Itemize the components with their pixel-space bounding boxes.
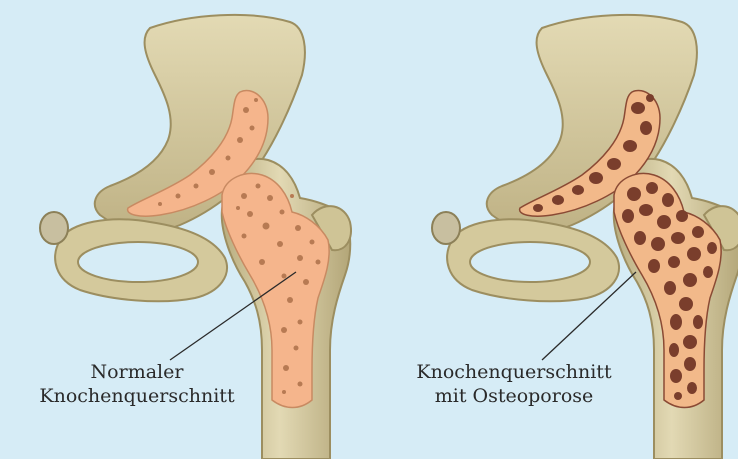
- healthy-caption-line-2: Knochenquerschnitt: [22, 384, 252, 408]
- osteoporotic-caption: Knochenquerschnitt mit Osteoporose: [396, 360, 632, 408]
- healthy-caption-line-1: Normaler: [22, 360, 252, 384]
- osteoporotic-caption-line-2: mit Osteoporose: [396, 384, 632, 408]
- healthy-caption: Normaler Knochenquerschnitt: [22, 360, 252, 408]
- osteoporotic-caption-line-1: Knochenquerschnitt: [396, 360, 632, 384]
